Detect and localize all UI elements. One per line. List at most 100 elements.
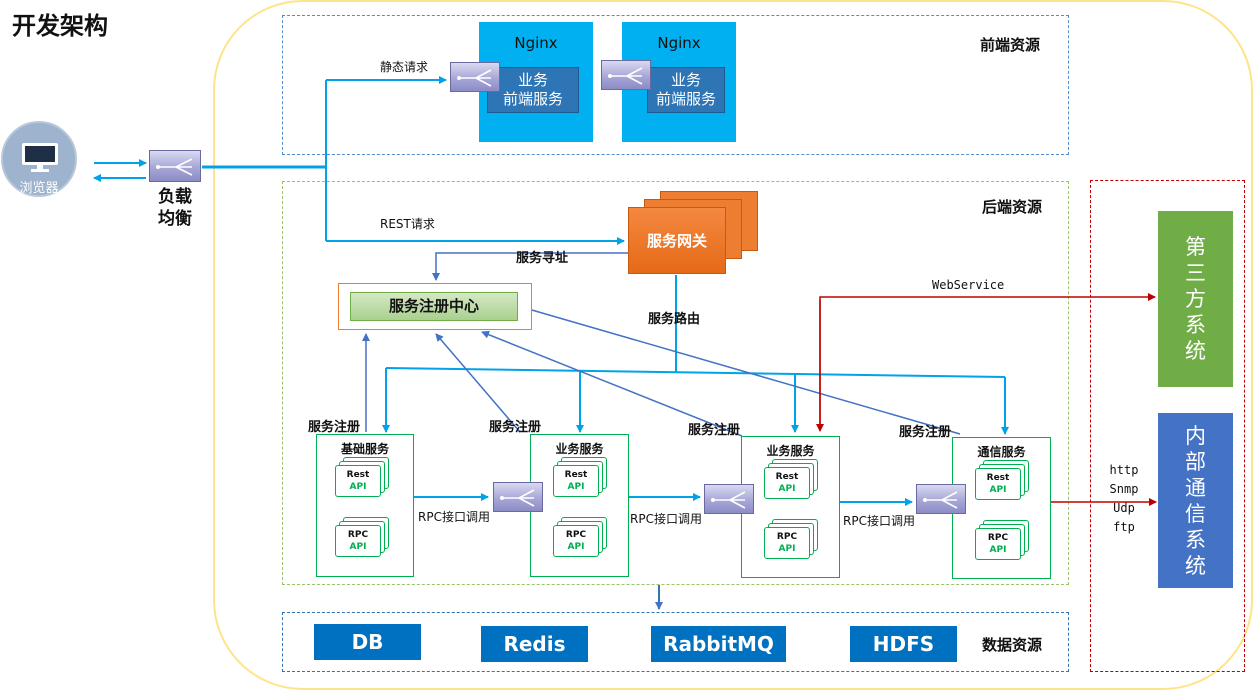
browser-node[interactable]: 浏览器	[1, 121, 77, 197]
rest-api-stack: Rest API	[764, 459, 818, 499]
service-title: 通信服务	[977, 445, 1026, 459]
load-balancer-label-line1: 负载	[158, 187, 192, 207]
internal-communication-system[interactable]: 内部通信系统	[1158, 413, 1233, 588]
system-boundary	[213, 0, 1253, 690]
register-label-3: 服务注册	[688, 423, 741, 438]
backend-region-label: 后端资源	[982, 198, 1043, 216]
data-redis[interactable]: Redis	[481, 626, 588, 662]
rpc-api-stack: RPC API	[335, 517, 389, 557]
rpc-call-label-1: RPC接口调用	[418, 510, 490, 524]
rpc-api-line2: API	[989, 545, 1007, 555]
load-balancer-icon	[711, 491, 746, 509]
service-box-business-2[interactable]: 业务服务 Rest API RPC API	[741, 436, 840, 578]
frontend-service-box: 业务 前端服务	[487, 67, 579, 113]
protocol-list: http Snmp Udp ftp	[1104, 461, 1144, 537]
load-balancer[interactable]	[149, 150, 201, 182]
frontend-service-line2: 前端服务	[502, 90, 563, 108]
rpc-api-stack: RPC API	[553, 517, 607, 557]
service-routing-label: 服务路由	[648, 312, 701, 327]
external-region	[1090, 180, 1245, 672]
frontend-service-line1: 业务	[670, 71, 701, 89]
webservice-arrow	[819, 293, 1156, 425]
rest-api-line2: API	[989, 485, 1007, 495]
data-region-label: 数据资源	[982, 636, 1043, 654]
rpc-lb-2	[704, 484, 754, 514]
third-party-system-label: 第三方系统	[1185, 235, 1206, 363]
load-balancer-icon	[457, 69, 492, 87]
load-balancer-icon	[608, 67, 643, 85]
register-arrow-2	[435, 333, 521, 433]
service-box-communication[interactable]: 通信服务 Rest API RPC API	[952, 437, 1051, 579]
service-gateway[interactable]: 服务网关	[628, 207, 726, 274]
data-region	[282, 612, 1069, 672]
protocol-item: http	[1109, 463, 1139, 477]
rpc-api-line1: RPC	[347, 530, 369, 540]
service-discovery-arrow	[432, 252, 628, 281]
rest-api-line1: Rest	[986, 473, 1010, 483]
rest-api-stack: Rest API	[335, 457, 389, 497]
protocol-item: Udp	[1113, 501, 1135, 515]
backend-region	[282, 181, 1069, 585]
protocol-item: ftp	[1113, 520, 1135, 534]
static-request-label: 静态请求	[380, 60, 429, 74]
rest-api-line2: API	[778, 484, 796, 494]
third-party-system[interactable]: 第三方系统	[1158, 211, 1233, 387]
rest-api-line2: API	[349, 482, 367, 492]
rpc-api-line1: RPC	[565, 530, 587, 540]
rpc-lb-3	[916, 484, 966, 514]
service-registry-label: 服务注册中心	[350, 292, 518, 321]
rpc-api-line2: API	[778, 544, 796, 554]
register-arrow-4	[517, 304, 961, 435]
service-discovery-label: 服务寻址	[516, 251, 569, 266]
nginx-title: Nginx	[657, 34, 701, 52]
routing-bus	[385, 367, 1006, 378]
frontend-service-line2: 前端服务	[655, 90, 716, 108]
service-box-basic[interactable]: 基础服务 Rest API RPC API	[316, 434, 414, 577]
service-registry[interactable]: 服务注册中心	[338, 283, 532, 330]
service-title: 业务服务	[555, 442, 604, 456]
service-gateway-label: 服务网关	[646, 232, 707, 250]
service-title: 业务服务	[766, 444, 815, 458]
browser-label: 浏览器	[19, 181, 59, 196]
rest-request-label: REST请求	[380, 217, 435, 231]
frontend-region-label: 前端资源	[980, 36, 1041, 54]
internal-communication-system-label: 内部通信系统	[1185, 423, 1206, 578]
webservice-label: WebService	[932, 278, 1005, 292]
rest-api-line1: Rest	[564, 470, 588, 480]
monitor-icon	[22, 143, 58, 172]
rest-api-line2: API	[567, 482, 585, 492]
rpc-api-line2: API	[349, 542, 367, 552]
register-label-2: 服务注册	[489, 420, 542, 435]
register-label-1: 服务注册	[308, 420, 361, 435]
nginx-title: Nginx	[514, 34, 558, 52]
rpc-api-line1: RPC	[776, 532, 798, 542]
page-title: 开发架构	[12, 12, 108, 40]
load-balancer-label-line2: 均衡	[158, 209, 192, 229]
load-balancer-icon	[500, 489, 535, 507]
rpc-api-stack: RPC API	[975, 520, 1029, 560]
rest-api-line1: Rest	[346, 470, 370, 480]
register-label-4: 服务注册	[899, 425, 952, 440]
rpc-call-label-2: RPC接口调用	[630, 512, 702, 526]
nginx-lb-1	[450, 62, 500, 92]
nginx-lb-2	[601, 60, 651, 90]
service-box-business-1[interactable]: 业务服务 Rest API RPC API	[530, 434, 629, 577]
frontend-service-line1: 业务	[517, 71, 548, 89]
rpc-api-line1: RPC	[987, 533, 1009, 543]
frontend-service-box: 业务 前端服务	[647, 67, 725, 113]
load-balancer-icon	[156, 158, 193, 176]
load-balancer-label: 负载 均衡	[145, 186, 205, 230]
protocol-item: Snmp	[1109, 482, 1139, 496]
data-hdfs[interactable]: HDFS	[850, 626, 957, 662]
rpc-api-line2: API	[567, 542, 585, 552]
data-rabbitmq[interactable]: RabbitMQ	[651, 626, 786, 662]
data-db[interactable]: DB	[314, 624, 421, 660]
rpc-api-stack: RPC API	[764, 519, 818, 559]
nginx-node-2[interactable]: Nginx 业务 前端服务	[622, 22, 736, 142]
rest-api-stack: Rest API	[975, 460, 1029, 500]
frontend-region	[282, 15, 1069, 155]
load-balancer-icon	[923, 491, 958, 509]
register-arrow-3	[481, 330, 743, 437]
rpc-call-label-3: RPC接口调用	[843, 514, 915, 528]
